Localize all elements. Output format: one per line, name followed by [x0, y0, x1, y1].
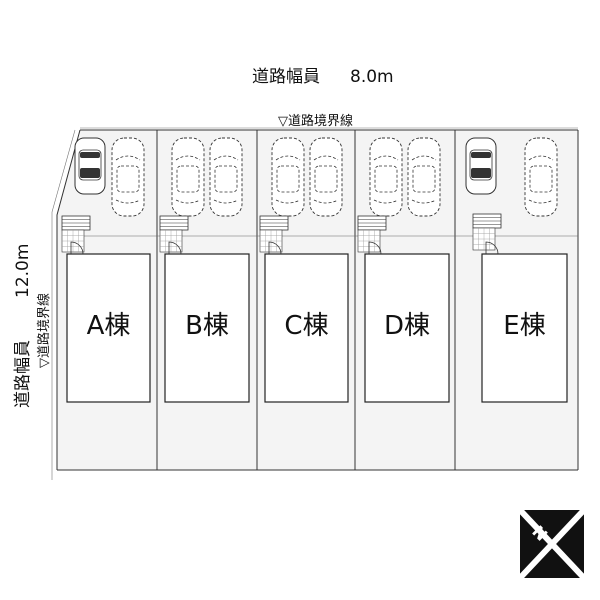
- entrance-steps: [259, 215, 289, 253]
- left-road-edge-line: [51, 129, 76, 480]
- lot-label-3: C棟: [284, 311, 328, 341]
- top-road-width-label: 道路幅員: [252, 67, 320, 87]
- door-swing: [70, 241, 84, 255]
- door-swing: [268, 241, 282, 255]
- left-road-width-value: 12.0m: [13, 244, 33, 298]
- house-footprint: [364, 253, 450, 403]
- car-icon-sedan: [524, 137, 558, 217]
- left-road-boundary-line: [56, 129, 81, 470]
- door-swing: [168, 241, 182, 255]
- top-road-boundary-label: ▽道路境界線: [278, 113, 353, 129]
- car-icon-sedan: [271, 137, 305, 217]
- house-footprint: [481, 253, 568, 403]
- north-arrow-icon: N: [517, 507, 587, 581]
- left-road-width-label: 道路幅員: [13, 340, 33, 408]
- house-footprint: [164, 253, 250, 403]
- door-swing: [368, 241, 382, 255]
- car-icon-sedan: [171, 137, 205, 217]
- left-road-boundary-label: ▽道路境界線: [36, 293, 52, 368]
- car-icon-sedan: [111, 137, 145, 217]
- house-footprint: [264, 253, 349, 403]
- car-icon-sedan: [309, 137, 343, 217]
- lots-layer: A棟 B棟 C棟 D棟 E棟: [61, 137, 568, 403]
- entrance-steps: [472, 213, 502, 251]
- entrance-steps: [357, 215, 387, 253]
- top-road-width-value: 8.0m: [350, 67, 394, 87]
- lot-label-5: E棟: [503, 311, 545, 341]
- car-icon-suv: [74, 137, 106, 195]
- car-icon-suv: [465, 137, 497, 195]
- lot-label-1: A棟: [87, 311, 131, 341]
- lot-label-2: B棟: [185, 311, 229, 341]
- entrance-steps: [61, 215, 91, 253]
- entrance-steps: [159, 215, 189, 253]
- car-icon-sedan: [407, 137, 441, 217]
- house-footprint: [66, 253, 151, 403]
- lot-label-4: D棟: [384, 311, 430, 341]
- car-icon-sedan: [369, 137, 403, 217]
- car-icon-sedan: [209, 137, 243, 217]
- door-swing: [485, 241, 499, 255]
